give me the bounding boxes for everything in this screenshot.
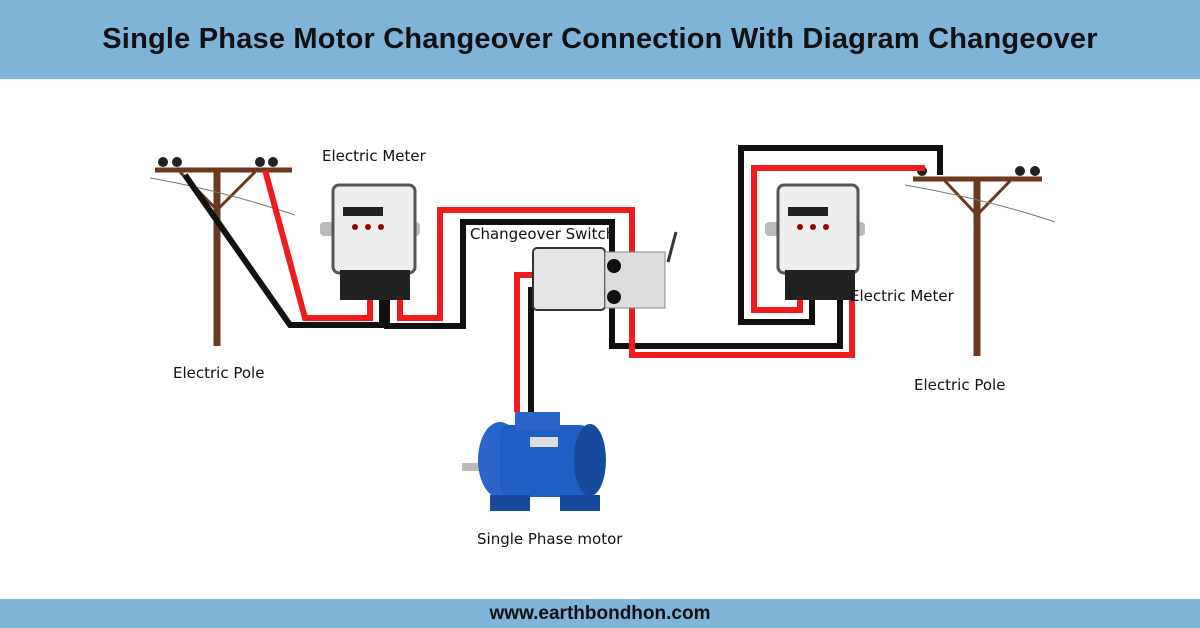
electric-pole-left: [149, 157, 296, 346]
footer-banner: www.earthbondhon.com: [0, 599, 1200, 628]
live-wire-switch-to-right-meter: [629, 280, 855, 358]
label-electric-meter-left: Electric Meter: [322, 147, 426, 165]
label-electric-meter-right: Electric Meter: [850, 287, 954, 305]
single-phase-motor: [462, 412, 606, 511]
neutral-wire-switch-to-right-meter: [609, 280, 843, 349]
label-electric-pole-left: Electric Pole: [173, 364, 265, 382]
electric-meter-right: [765, 183, 865, 300]
label-motor: Single Phase motor: [477, 530, 623, 548]
neutral-wire-right-pole: [738, 145, 943, 325]
neutral-wire-meter-to-switch: [384, 219, 615, 329]
live-wire-meter-to-switch: [397, 207, 635, 321]
electric-meter-left: [320, 183, 420, 300]
website-link[interactable]: www.earthbondhon.com: [489, 602, 711, 624]
label-electric-pole-right: Electric Pole: [914, 376, 1006, 394]
label-changeover-switch: Changeover Switch: [470, 225, 616, 243]
changeover-switch: [532, 231, 678, 311]
page-title: Single Phase Motor Changeover Connection…: [102, 23, 1098, 55]
electric-pole-right: [904, 166, 1056, 356]
title-banner: Single Phase Motor Changeover Connection…: [0, 0, 1200, 79]
